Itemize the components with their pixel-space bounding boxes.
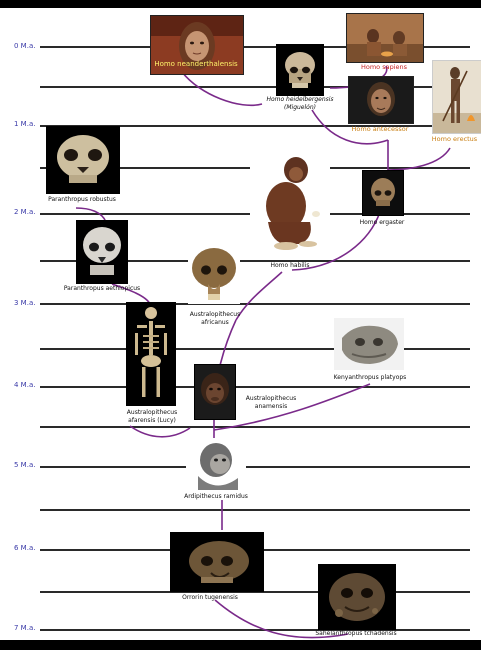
ergaster-label: Homo ergaster (346, 219, 418, 227)
afarensis-label-line2: afarensis (Lucy) (116, 417, 188, 425)
afarensis-label-line1: Australopithecus (116, 409, 188, 417)
anamensis-image (194, 364, 236, 420)
paranthropus-aethiopicus-label: Paranthropus aethiopicus (56, 285, 148, 293)
anamensis-label-line1: Australopithecus (238, 395, 304, 403)
africanus-label-line1: Australopithecus (182, 311, 248, 319)
anamensis-label-line2: anamensis (238, 403, 304, 411)
antecessor-label: Homo antecessor (346, 125, 414, 133)
connector-neanderthal-heidelbergensis (182, 72, 262, 105)
paranthropus-robustus-image (46, 126, 120, 194)
ergaster-image (362, 170, 404, 216)
africanus-label-line2: africanus (182, 319, 248, 327)
heidelbergensis-label: Homo heidelbergensis (Miguelón) (258, 96, 342, 111)
sapiens-label: Homo sapiens (346, 63, 422, 71)
erectus-label: Homo erectus (428, 135, 481, 143)
erectus-image (432, 60, 481, 134)
connector-lucy-anamensis (130, 426, 190, 437)
afarensis-image (126, 302, 176, 406)
ramidus-image (186, 438, 246, 490)
tugenensis-image (170, 532, 264, 592)
afarensis-label: Australopithecus afarensis (Lucy) (116, 409, 188, 424)
platyops-image (334, 318, 404, 370)
anamensis-label: Australopithecus anamensis (238, 395, 304, 410)
africanus-label: Australopithecus africanus (182, 311, 248, 326)
antecessor-image (348, 76, 414, 124)
heidelbergensis-image (276, 44, 324, 96)
habilis-image (250, 148, 330, 258)
paranthropus-aethiopicus-image (76, 220, 128, 284)
neanderthalensis-label: Homo neanderthalensis (154, 60, 238, 69)
tchadensis-label: Sahelanthropus tchadensis (306, 630, 406, 638)
tugenensis-label: Orrorin tugenensis (166, 594, 254, 602)
ramidus-label: Ardipithecus ramidus (176, 493, 256, 501)
heidelbergensis-label-line1: Homo heidelbergensis (258, 96, 342, 104)
heidelbergensis-label-line2: (Miguelón) (258, 104, 342, 112)
sapiens-image (346, 13, 424, 63)
africanus-image (188, 244, 240, 304)
paranthropus-robustus-label: Paranthropus robustus (36, 196, 128, 204)
platyops-label: Kenyanthropus platyops (322, 374, 418, 382)
habilis-label: Homo habilis (262, 262, 318, 270)
connector-erectus-ergaster (388, 148, 450, 170)
tchadensis-image (318, 564, 396, 630)
